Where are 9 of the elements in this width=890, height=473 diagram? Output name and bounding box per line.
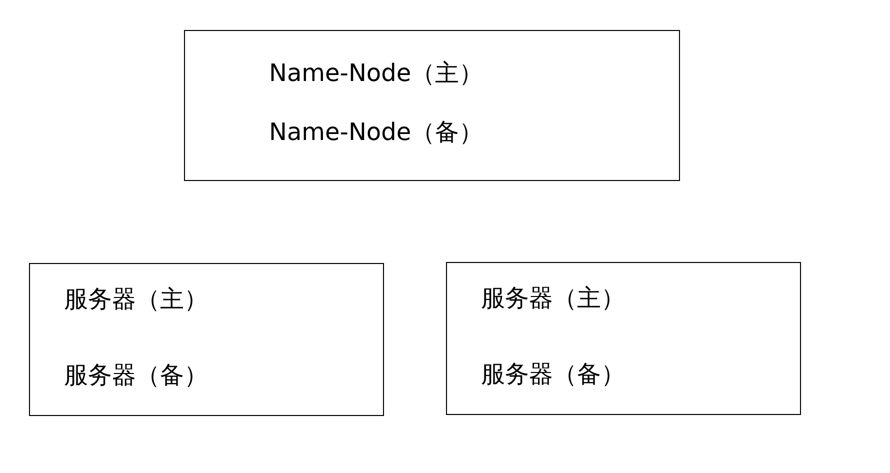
node-label: Name-Node（备） (269, 117, 484, 147)
text-box (446, 262, 801, 415)
node-label: Name-Node（主） (269, 58, 484, 88)
node-label: 服务器（主） (64, 284, 208, 314)
node-label: 服务器（主） (481, 283, 625, 313)
text-box (29, 263, 384, 416)
text-box (184, 30, 680, 181)
node-label: 服务器（备） (481, 359, 625, 389)
node-label: 服务器（备） (64, 360, 208, 390)
